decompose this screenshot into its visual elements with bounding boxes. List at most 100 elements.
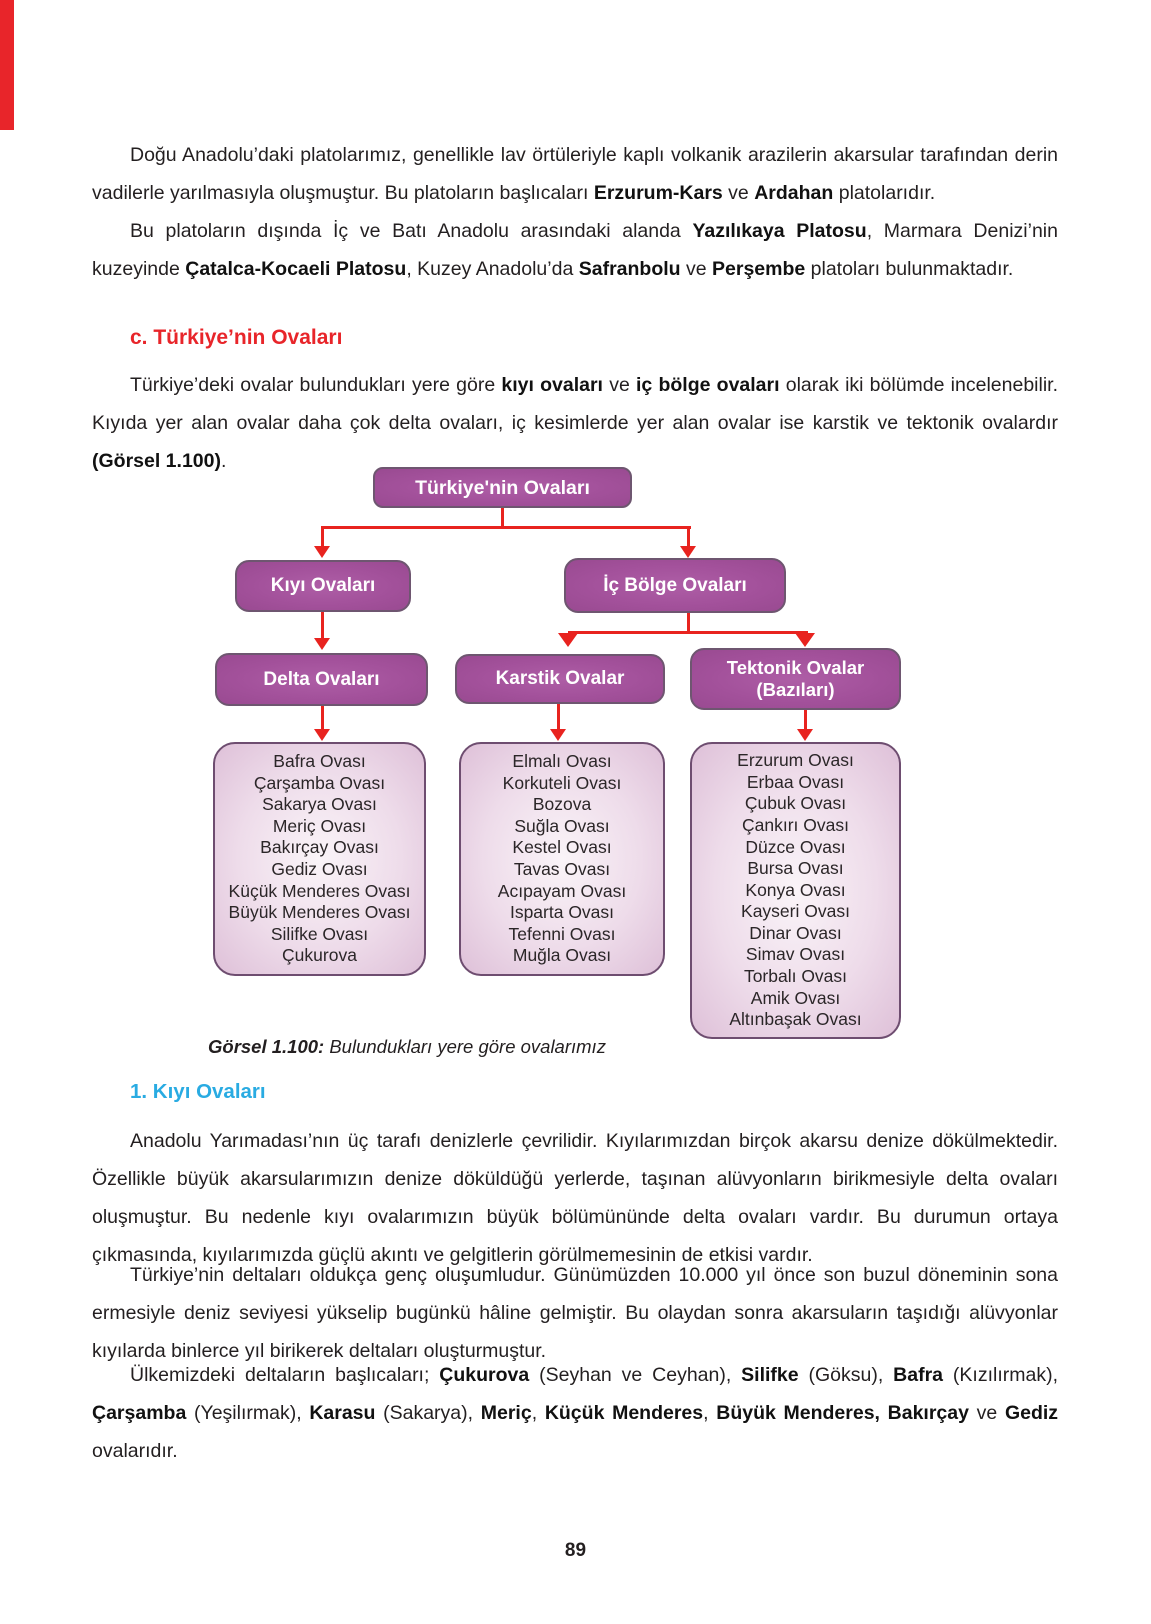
text-run: platoları bulunmaktadır. [805,258,1014,280]
arrow-down-icon [794,633,815,647]
connector-line [687,613,690,633]
list-item: Kayseri Ovası [741,901,850,922]
text-run: (Seyhan ve Ceyhan), [529,1364,742,1386]
text-run: (Kızılırmak), [943,1364,1059,1386]
connector-line [803,710,807,730]
text-run-bold: Büyük Menderes, Bakırçay [716,1402,969,1424]
connector-line [556,704,560,730]
text-run: (Sakarya), [375,1402,481,1424]
flowchart-root-node: Türkiye'nin Ovaları [373,467,632,508]
list-item: Çukurova [282,945,357,966]
text-run: platolarıdır. [833,182,936,204]
text-run: . [220,450,227,472]
arrow-down-icon [549,729,566,741]
text-run: (Göksu), [798,1364,894,1386]
list-item: Bafra Ovası [273,751,366,772]
list-item: Çubuk Ovası [744,793,847,814]
text-run-bold: kıyı ovaları [501,374,603,396]
text-run: ve [680,258,712,280]
connector-line [500,508,504,527]
arrow-down-icon [796,729,813,741]
paragraph-kiyi-1: Anadolu Yarımadası’nın üç tarafı denizle… [92,1122,1058,1274]
text-run-bold: Erzurum-Kars [593,182,723,204]
text-run: Türkiye’deki ovalar bulundukları yere gö… [130,374,502,396]
text-run-bold: iç bölge ovaları [636,374,780,396]
text-run: Anadolu Yarımadası’nın üç tarafı denizle… [92,1130,1058,1266]
figure-caption-label: Görsel 1.100: [208,1036,325,1057]
flowchart-node-karstik-ovalar: Karstik Ovalar [455,654,665,704]
list-item: Erzurum Ovası [737,750,854,771]
paragraph-ovalar-intro: Türkiye’deki ovalar bulundukları yere gö… [92,366,1058,480]
text-run: ovalarıdır. [92,1440,178,1462]
paragraph-plateaus-2: Bu platoların dışında İç ve Batı Anadolu… [92,212,1058,288]
text-run-bold: Yazılıkaya Platosu [692,220,867,242]
paragraph-deltas: Ülkemizdeki deltaların başlıcaları; Çuku… [92,1356,1058,1470]
list-item: Bursa Ovası [747,858,844,879]
page-number: 89 [564,1540,587,1561]
text-run: , [703,1402,717,1424]
list-item: Amik Ovası [750,987,841,1008]
arrow-down-icon [680,546,696,558]
section-heading-ovalar: c. Türkiye’nin Ovaları [130,326,343,349]
arrow-down-icon [313,638,330,650]
page-edge-tab [0,0,14,130]
text-run: Ülkemizdeki deltaların başlıcaları; [130,1364,440,1386]
text-run-bold: Çatalca-Kocaeli Platosu [185,258,407,280]
list-item: Erbaa Ovası [746,771,845,792]
list-item: Torbalı Ovası [743,966,848,987]
text-run: Doğu Anadolu’daki platolarımız, genellik… [92,144,1058,204]
arrow-down-icon [557,633,578,647]
list-item: Tavas Ovası [513,859,611,879]
list-item: Büyük Menderes Ovası [228,902,411,923]
list-item: Altınbaşak Ovası [729,1009,862,1030]
tektonik-label: Tektonik Ovalar(Bazıları) [727,657,864,701]
arrow-down-icon [313,729,330,741]
list-item: Kestel Ovası [512,837,612,858]
list-item: Çankırı Ovası [742,814,849,835]
subsection-heading-kiyi-ovalari: 1. Kıyı Ovaları [130,1080,266,1103]
list-item: Simav Ovası [745,944,846,965]
text-run-bold: Bafra [893,1364,944,1386]
text-run-bold: Ardahan [754,182,834,204]
text-run: (Bazıları) [756,679,835,700]
connector-line [320,706,324,730]
text-run: olarak iki bölümde incelenebilir. Kıyıda… [92,374,1059,434]
text-run-bold: Küçük Menderes [544,1402,704,1424]
text-run: (Yeşilırmak), [186,1402,310,1424]
text-run-bold: Gediz [1004,1402,1059,1424]
text-run-bold: Silifke [741,1364,799,1386]
flowchart-node-tektonik-ovalar: Tektonik Ovalar(Bazıları) [690,648,901,710]
text-run: Bu platoların dışında İç ve Batı Anadolu… [130,220,693,242]
paragraph-plateaus-1: Doğu Anadolu’daki platolarımız, genellik… [92,136,1058,212]
text-run-bold: Perşembe [712,258,806,280]
text-run: ve [602,374,636,396]
text-run: , [531,1402,545,1424]
flowchart-node-ic-bolge-ovalari: İç Bölge Ovaları [564,558,786,613]
text-run-bold: Safranbolu [578,258,681,280]
flowchart-node-kiyi-ovalari: Kıyı Ovaları [235,560,411,612]
figure-caption: Görsel 1.100: Bulundukları yere göre ova… [208,1036,606,1058]
connector-line [687,527,690,548]
text-run-bold: Meriç [480,1402,532,1424]
text-run-bold: Karasu [309,1402,376,1424]
list-item: Bakırçay Ovası [260,837,379,858]
list-item: Acıpayam Ovası [497,880,627,901]
list-item: Küçük Menderes Ovası [228,880,411,901]
list-item: Dinar Ovası [749,922,842,943]
list-item: Bozova [532,794,592,815]
flowchart-node-delta-ovalari: Delta Ovaları [215,653,428,706]
text-run: , Kuzey Anadolu’da [406,258,579,280]
arrow-down-icon [313,546,330,558]
list-item: Düzce Ovası [745,836,846,857]
list-item: Korkuteli Ovası [502,772,622,793]
list-item: Çarşamba Ovası [253,772,386,793]
list-item: Silifke Ovası [270,923,369,944]
list-item: Tefenni Ovası [508,923,616,944]
list-item: Meriç Ovası [272,815,367,836]
text-run: , Marmara Denizi’nin kuzeyinde [92,220,1058,280]
text-run: Tektonik Ovalar [726,657,865,678]
